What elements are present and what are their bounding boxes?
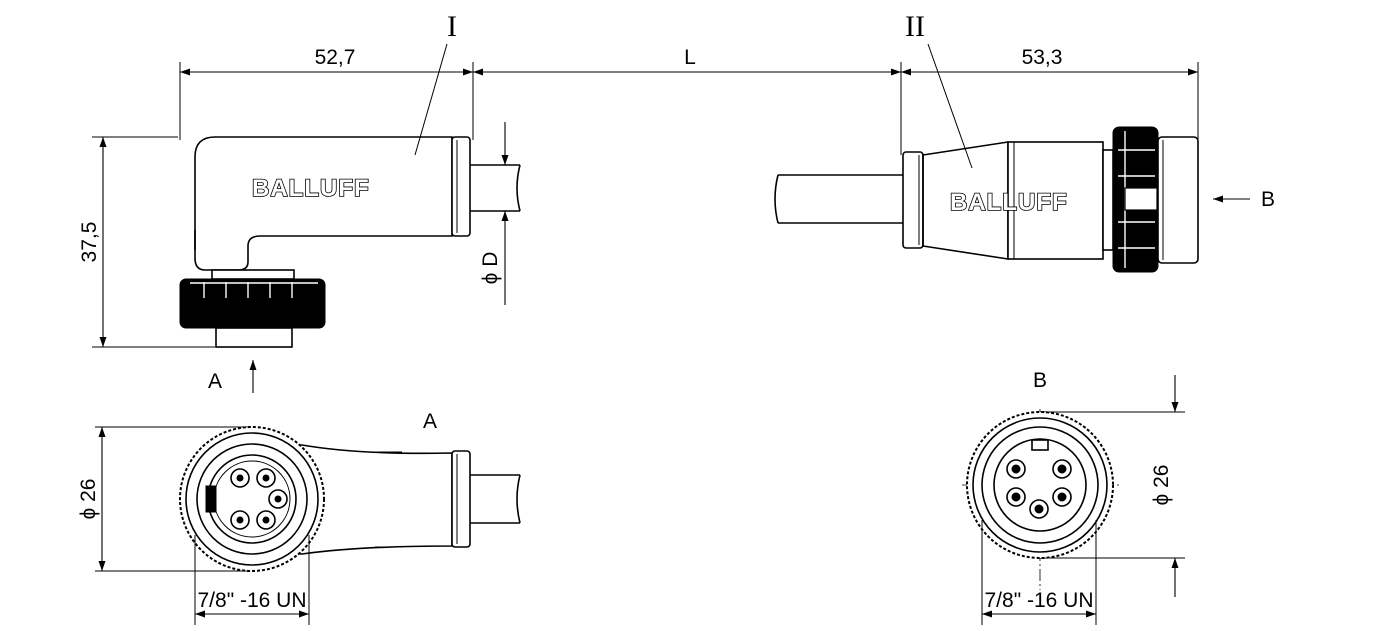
socket-pin-center (262, 516, 270, 524)
marker-2-label: II (905, 10, 925, 43)
socket-pin-center (236, 474, 244, 482)
marker-1-leader (414, 43, 448, 156)
coding-notch (1031, 439, 1049, 451)
balluff-logo-left: BALLUFF (252, 175, 370, 202)
socket-pin-center (274, 495, 282, 503)
view-a-title: A (423, 410, 437, 433)
marker-2: II (905, 10, 973, 169)
body-transition (1102, 149, 1114, 251)
dim-height: 37,5 (78, 222, 101, 263)
angled-connector-side-view: 37,5 ϕ D BALLUFF A (78, 122, 521, 393)
insert-circle (993, 438, 1087, 532)
view-a-front: A ϕ 26 7/8" - (77, 410, 521, 625)
balluff-logo-right: BALLUFF (950, 189, 1068, 216)
dim-left-length: 52,7 (315, 46, 356, 69)
dim-cable-length: L (684, 46, 696, 69)
ring-inner (185, 432, 319, 566)
plug-pin-center (1034, 504, 1044, 514)
socket-pin-center (236, 516, 244, 524)
plug-pin-center (1057, 464, 1067, 474)
view-b-arrow-label: B (1261, 188, 1275, 211)
cable-break (516, 474, 521, 524)
nut-window (1124, 187, 1158, 211)
cable-break (516, 164, 521, 212)
thread-left: 7/8" -16 UN (198, 589, 307, 612)
plug-pin-center (1057, 492, 1067, 502)
socket-pin-center (262, 474, 270, 482)
housing-collar (451, 450, 471, 548)
cable-collar (451, 136, 471, 237)
view-b-title: B (1033, 369, 1047, 392)
view-b-front: B ϕ 26 7/8" -16 UN (962, 369, 1185, 625)
dim-diameter-right: ϕ 26 (1150, 465, 1173, 506)
dim-diameter-left: ϕ 26 (77, 479, 100, 520)
ring-inner (972, 417, 1108, 553)
connector-neck (211, 269, 295, 280)
cable-boot (902, 151, 924, 249)
thread-right: 7/8" -16 UN (985, 589, 1094, 612)
mating-face (215, 327, 293, 348)
view-a-arrow-label: A (208, 370, 222, 393)
top-dimensions: 52,7 L 53,3 (179, 46, 1199, 155)
straight-connector-side-view: BALLUFF B (774, 126, 1275, 273)
end-cap (1157, 136, 1199, 264)
cable-break (774, 174, 779, 224)
plug-pin-center (1011, 464, 1021, 474)
plug-pin-center (1011, 492, 1021, 502)
thread-circle (981, 426, 1099, 544)
thread-circle (196, 443, 308, 555)
knurled-nut (179, 278, 326, 329)
dim-right-length: 53,3 (1022, 46, 1063, 69)
marker-1: I (414, 10, 457, 156)
marker-2-leader (927, 43, 973, 169)
dim-cable-diameter: ϕ D (479, 252, 502, 285)
knurled-ring (179, 426, 325, 572)
coding-key (205, 485, 217, 513)
knurl-lines (190, 282, 318, 298)
marker-1-label: I (447, 10, 457, 43)
angled-body (194, 136, 453, 271)
knurled-ring (966, 411, 1114, 559)
